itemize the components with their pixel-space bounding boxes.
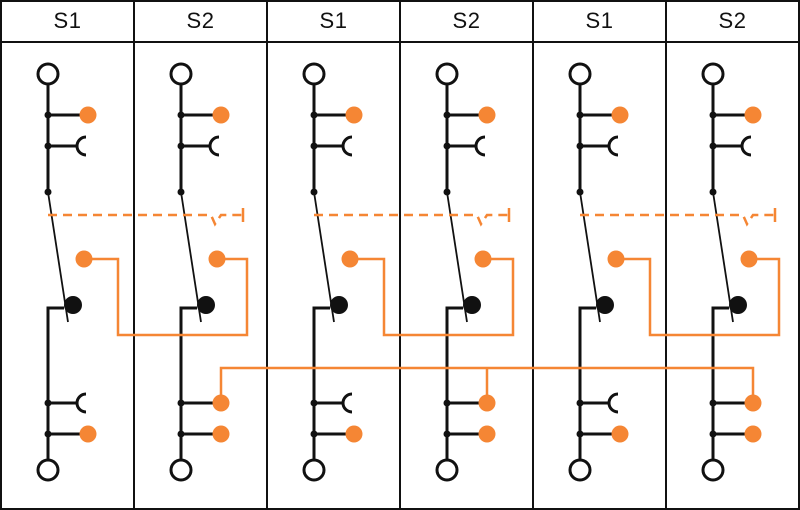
terminal-dot <box>611 425 629 443</box>
socket <box>740 135 752 157</box>
wire <box>46 306 64 470</box>
open-terminal <box>169 458 193 482</box>
open-terminal <box>435 62 459 86</box>
switch-blade <box>47 191 69 323</box>
column-header: S1 <box>585 8 614 33</box>
wire <box>445 306 463 470</box>
pivot-dot <box>64 296 82 314</box>
socket <box>341 392 353 414</box>
terminal-dot <box>744 425 762 443</box>
open-terminal <box>568 458 592 482</box>
circuit-column <box>701 62 762 482</box>
circuits <box>36 62 762 482</box>
wire <box>179 306 197 470</box>
pivot-dot <box>463 296 481 314</box>
terminal-dot <box>212 106 230 124</box>
dashed-link <box>48 213 243 227</box>
open-terminal <box>435 458 459 482</box>
terminal-dot <box>478 425 496 443</box>
open-terminal <box>302 458 326 482</box>
open-terminal <box>701 62 725 86</box>
socket <box>607 135 619 157</box>
column-header: S2 <box>186 8 215 33</box>
open-terminal <box>169 62 193 86</box>
terminal-dot <box>212 425 230 443</box>
open-terminal <box>36 458 60 482</box>
pivot-dot <box>596 296 614 314</box>
column-header: S1 <box>319 8 348 33</box>
terminal-dot <box>79 106 97 124</box>
wire <box>312 306 330 470</box>
terminal-dot <box>345 106 363 124</box>
contact-link <box>350 257 515 337</box>
circuit-column <box>568 62 629 482</box>
column-header: S2 <box>718 8 747 33</box>
open-terminal <box>36 62 60 86</box>
open-terminal <box>568 62 592 86</box>
contact-link <box>84 257 249 337</box>
switch-blade <box>712 191 734 323</box>
socket <box>607 392 619 414</box>
switch-blade <box>446 191 468 323</box>
column-header: S2 <box>452 8 481 33</box>
socket <box>75 135 87 157</box>
pivot-dot <box>330 296 348 314</box>
terminal-dot <box>345 425 363 443</box>
dashed-link <box>314 213 509 227</box>
pivot-dot <box>729 296 747 314</box>
circuit-column <box>36 62 97 482</box>
wire <box>711 306 729 470</box>
switch-blade <box>579 191 601 323</box>
terminal-dot <box>79 425 97 443</box>
terminal-dot <box>744 106 762 124</box>
socket <box>208 135 220 157</box>
contact-link <box>616 257 781 337</box>
socket <box>341 135 353 157</box>
wire <box>578 306 596 470</box>
switch-blade <box>180 191 202 323</box>
column-header: S1 <box>53 8 82 33</box>
open-terminal <box>701 458 725 482</box>
switch-blade <box>313 191 335 323</box>
pivot-dot <box>197 296 215 314</box>
open-terminal <box>302 62 326 86</box>
circuit-column <box>169 62 230 482</box>
orange-links <box>48 208 781 403</box>
socket <box>75 392 87 414</box>
terminal-dot <box>611 106 629 124</box>
dashed-link <box>580 213 775 227</box>
circuit-column <box>435 62 496 482</box>
terminal-dot <box>478 106 496 124</box>
circuit-column <box>302 62 363 482</box>
socket <box>474 135 486 157</box>
